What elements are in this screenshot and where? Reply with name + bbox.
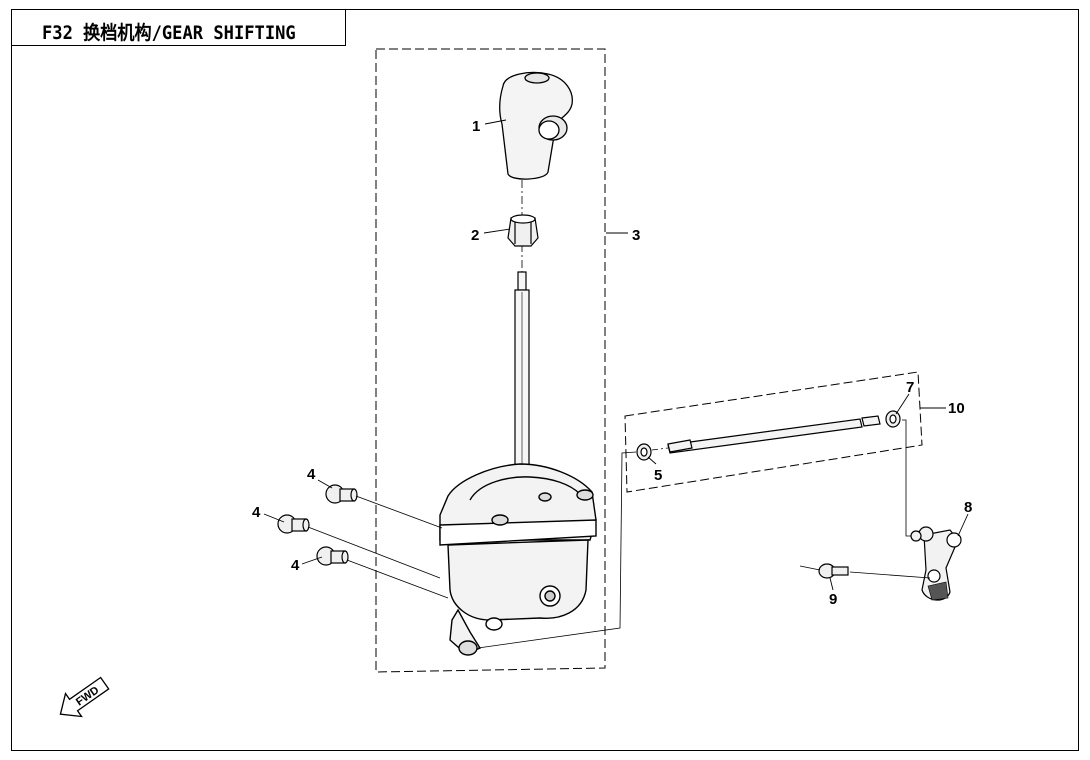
bolt-part-4c — [316, 546, 349, 566]
bolt-part-4a — [325, 484, 358, 504]
nut-part-2 — [507, 214, 539, 247]
shifter-housing — [439, 463, 597, 656]
assembly-box-3 — [375, 48, 606, 673]
callout-1: 1 — [472, 118, 480, 135]
bolt-part-9 — [818, 563, 849, 579]
callout-4-b: 4 — [252, 504, 261, 521]
callout-3: 3 — [632, 227, 640, 244]
callout-10: 10 — [948, 400, 965, 417]
bolt-part-4b — [277, 514, 310, 534]
bolt-leader-lines — [307, 495, 449, 599]
diagram-title: F32 换档机构/GEAR SHIFTING — [42, 22, 296, 44]
callout-5: 5 — [654, 467, 662, 484]
nut-part-7 — [885, 410, 901, 428]
callout-2: 2 — [471, 227, 479, 244]
fwd-arrow-icon: FWD — [59, 676, 110, 718]
callout-leaders — [263, 119, 969, 591]
drawing-frame — [11, 9, 1079, 751]
shift-knob-part — [499, 71, 573, 180]
callout-7: 7 — [906, 379, 914, 396]
callout-8: 8 — [964, 499, 972, 516]
nut-part-5 — [636, 443, 652, 461]
callout-4-c: 4 — [291, 557, 300, 574]
bolt-9-leader — [799, 565, 931, 579]
title-box: F32 换档机构/GEAR SHIFTING — [11, 9, 346, 46]
callout-4-a: 4 — [307, 466, 316, 483]
assembly-box-10 — [624, 371, 923, 493]
shift-rod-part — [667, 415, 881, 454]
shift-shaft — [514, 271, 530, 481]
callout-9: 9 — [829, 591, 837, 608]
shift-arm-part — [910, 526, 962, 601]
